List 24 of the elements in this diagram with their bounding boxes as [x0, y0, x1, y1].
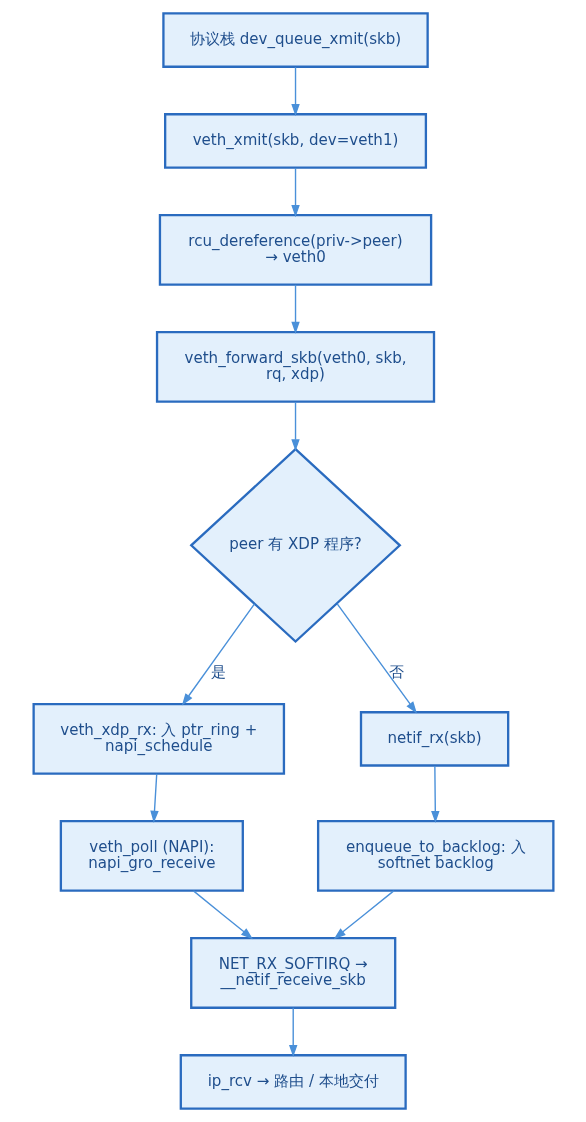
node-box: rcu_dereference(priv->peer) → veth0	[158, 213, 432, 286]
node-box: enqueue_to_backlog: 入 softnet backlog	[316, 820, 554, 892]
arrow	[290, 284, 300, 334]
arrow	[336, 603, 417, 714]
edge-label: 是	[210, 662, 226, 681]
arrow	[430, 765, 440, 824]
arrow	[192, 890, 253, 940]
node-box: netif_rx(skb)	[359, 711, 509, 767]
node-box: NET_RX_SOFTIRQ → __netif_receive_skb	[189, 937, 396, 1009]
arrow	[290, 66, 300, 117]
node-box: veth_xmit(skb, dev=veth1)	[163, 113, 427, 169]
node-box: ip_rcv → 路由 / 本地交付	[179, 1054, 407, 1110]
arrow	[333, 890, 394, 940]
node-box: 协议栈 dev_queue_xmit(skb)	[161, 12, 429, 68]
node-box: veth_forward_skb(veth0, skb, rq, xdp)	[155, 330, 435, 403]
edge-label: 否	[388, 662, 404, 681]
node-box: veth_poll (NAPI): napi_gro_receive	[59, 820, 244, 892]
arrow	[149, 773, 159, 823]
node-box: veth_xdp_rx: 入 ptr_ring + napi_schedule	[32, 702, 285, 775]
arrow	[181, 603, 255, 706]
node-diamond: peer 有 XDP 程序?	[189, 447, 402, 644]
arrow	[290, 401, 300, 452]
arrow	[290, 167, 300, 218]
arrow	[288, 1007, 297, 1058]
